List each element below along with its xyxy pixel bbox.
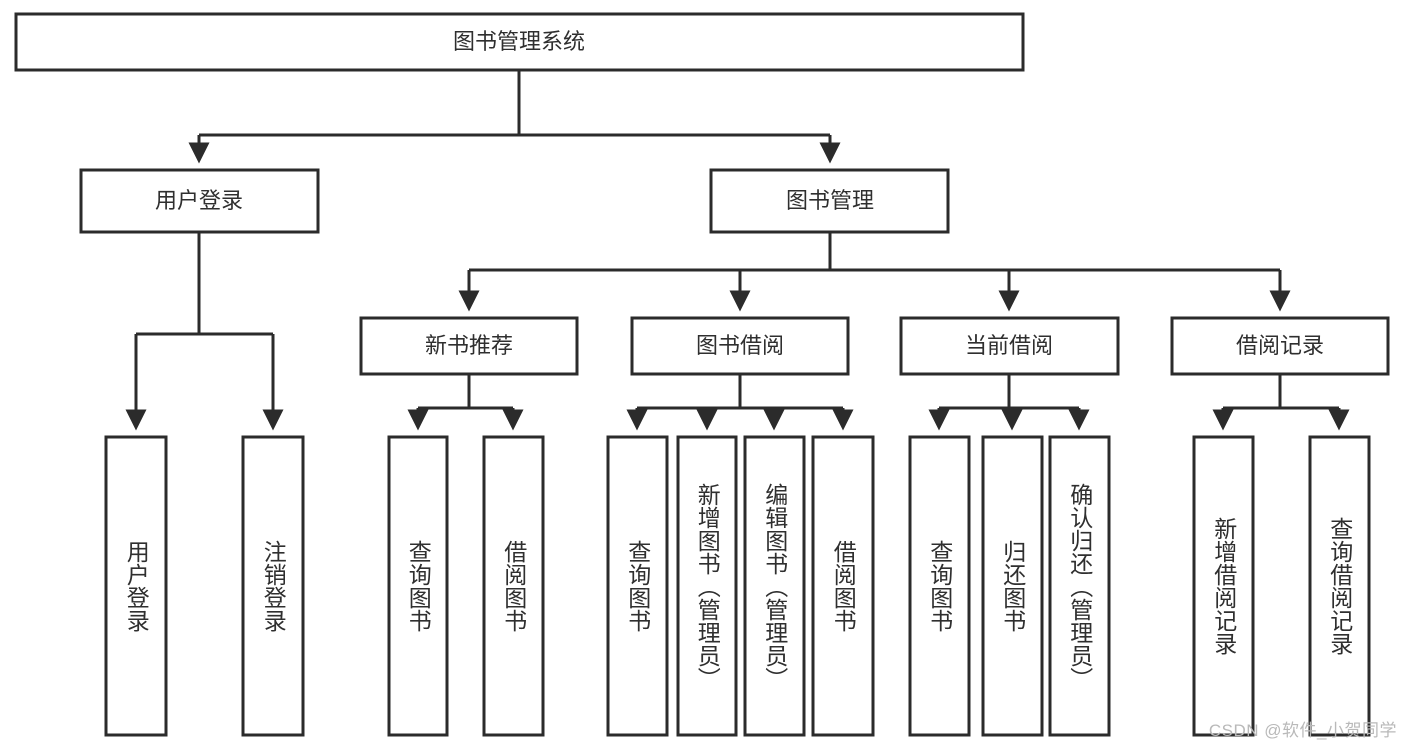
- leaf-box-add-book[interactable]: [676, 435, 738, 737]
- leaf-box-borrow-book-1[interactable]: [482, 435, 545, 737]
- node-user-login-box[interactable]: [79, 168, 320, 234]
- leaf-box-confirm-return[interactable]: [1048, 435, 1111, 737]
- node-user-login-label: 用户登录: [155, 188, 243, 213]
- leaf-box-query-record[interactable]: [1308, 435, 1371, 737]
- node-book-borrow-label: 图书借阅: [696, 333, 784, 358]
- node-current-borrow-label: 当前借阅: [965, 333, 1053, 358]
- node-root-box[interactable]: [14, 12, 1025, 72]
- node-borrow-records-box[interactable]: [1170, 316, 1390, 376]
- node-book-management-label: 图书管理: [786, 188, 874, 213]
- node-root[interactable]: 图书管理系统: [14, 12, 1025, 72]
- node-book-borrow[interactable]: 图书借阅: [630, 316, 850, 376]
- leaf-box-query-book-3[interactable]: [908, 435, 971, 737]
- node-new-book-recommend[interactable]: 新书推荐: [359, 316, 579, 376]
- leaf-box-user-login[interactable]: [104, 435, 168, 737]
- leaf-box-query-book-1[interactable]: [387, 435, 449, 737]
- node-current-borrow-box[interactable]: [899, 316, 1120, 376]
- watermark-text: CSDN @软件_小贺同学: [1208, 721, 1397, 740]
- node-book-management[interactable]: 图书管理: [709, 168, 950, 234]
- node-borrow-records-label: 借阅记录: [1236, 333, 1324, 358]
- node-borrow-records[interactable]: 借阅记录: [1170, 316, 1390, 376]
- node-current-borrow[interactable]: 当前借阅: [899, 316, 1120, 376]
- leaf-box-borrow-book-2[interactable]: [811, 435, 875, 737]
- leaf-box-logout[interactable]: [241, 435, 305, 737]
- leaf-box-edit-book[interactable]: [743, 435, 806, 737]
- node-user-login[interactable]: 用户登录: [79, 168, 320, 234]
- node-book-borrow-box[interactable]: [630, 316, 850, 376]
- node-new-book-recommend-label: 新书推荐: [425, 333, 513, 358]
- node-root-label: 图书管理系统: [453, 29, 585, 54]
- leaf-box-return-book[interactable]: [981, 435, 1044, 737]
- leaf-box-query-book-2[interactable]: [606, 435, 669, 737]
- node-book-management-box[interactable]: [709, 168, 950, 234]
- node-new-book-recommend-box[interactable]: [359, 316, 579, 376]
- leaf-box-group: [104, 435, 1371, 737]
- connector-group: [125, 70, 1350, 431]
- leaf-box-add-record[interactable]: [1192, 435, 1255, 737]
